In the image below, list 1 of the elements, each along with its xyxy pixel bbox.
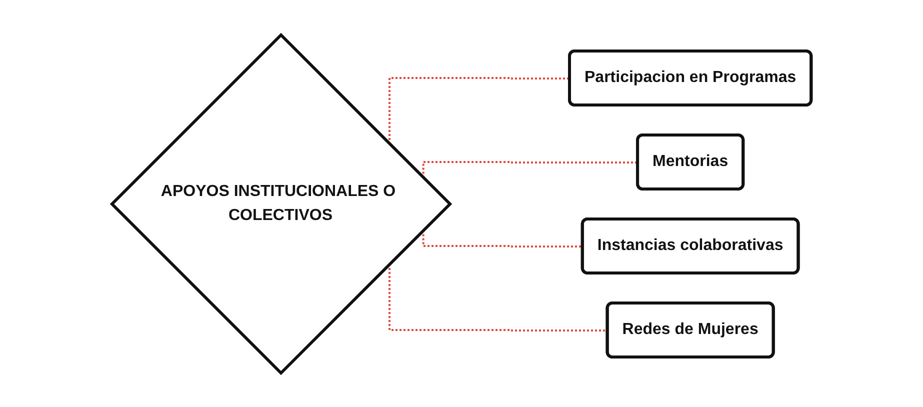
node-diamond: APOYOS INSTITUCIONALES O COLECTIVOS — [110, 32, 452, 375]
